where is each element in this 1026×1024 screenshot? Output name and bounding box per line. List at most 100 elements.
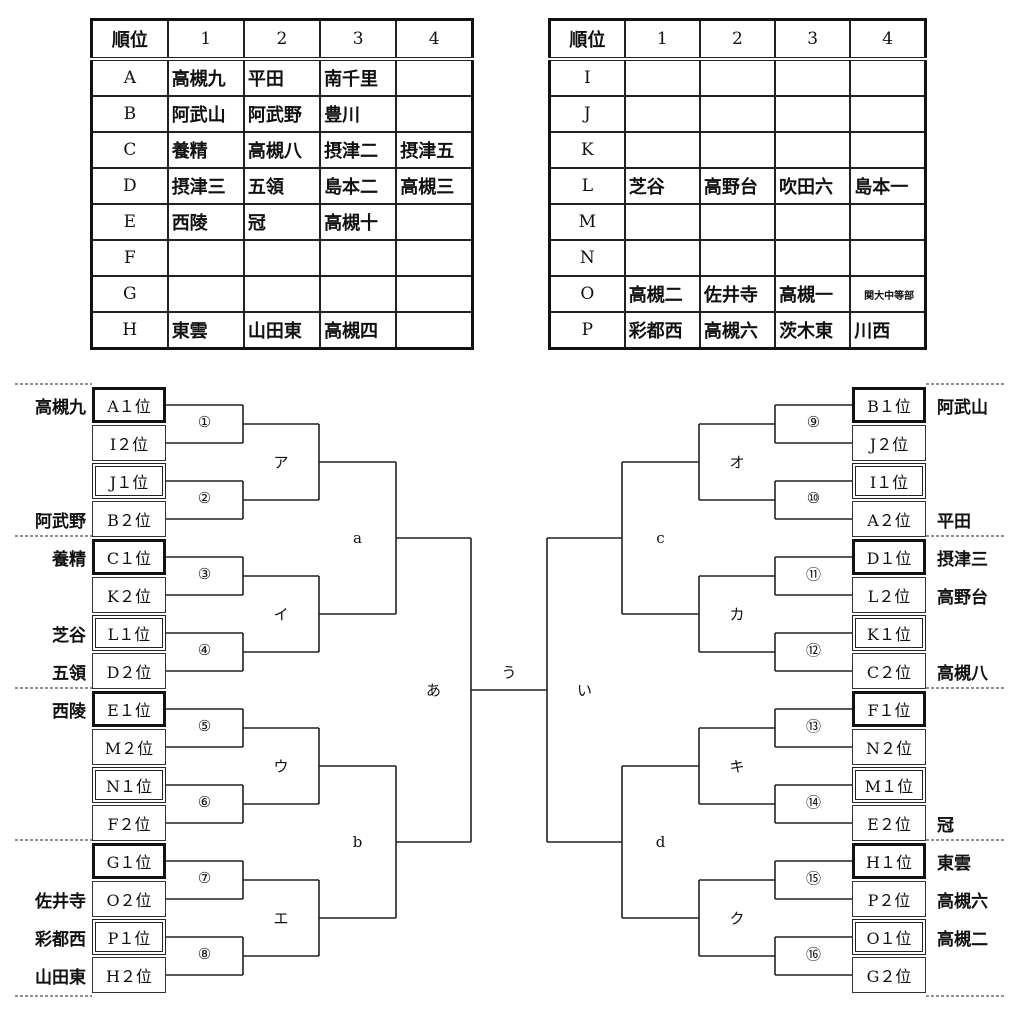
team-cell xyxy=(698,58,777,97)
slot-left-3: B２位 xyxy=(92,501,166,537)
team-cell xyxy=(849,95,927,133)
slot-left-1: I２位 xyxy=(92,425,166,461)
team-cell: 阿武野 xyxy=(242,95,322,133)
table-row: K xyxy=(548,131,927,169)
team-cell: 島本二 xyxy=(319,167,398,205)
slot-right-15: G２位 xyxy=(852,957,926,993)
group-label: G xyxy=(90,275,169,313)
team-cell xyxy=(395,275,474,313)
team-name: 高野台 xyxy=(937,588,988,608)
team-cell xyxy=(319,275,398,313)
team-cell xyxy=(166,239,245,277)
team-cell xyxy=(849,203,927,241)
match-number: ⑮ xyxy=(805,869,822,888)
team-cell xyxy=(774,239,852,277)
match-number: ⑫ xyxy=(805,641,822,660)
team-cell: 五領 xyxy=(242,167,322,205)
team-name: 冠 xyxy=(937,816,954,836)
slot-left-2: J１位 xyxy=(92,463,166,499)
slot-right-4: D１位 xyxy=(852,539,926,575)
header-cell: 4 xyxy=(395,18,474,61)
round3-label: c xyxy=(656,529,665,547)
team-cell xyxy=(623,203,701,241)
team-name: 西陵 xyxy=(52,702,86,722)
round3-label: a xyxy=(353,529,362,547)
table-row: J xyxy=(548,95,927,133)
slot-right-13: P２位 xyxy=(852,881,926,917)
round2-label: オ xyxy=(729,453,745,472)
final-label: う xyxy=(501,663,517,682)
slot-left-12: G１位 xyxy=(92,843,166,879)
team-cell: 東雲 xyxy=(166,311,245,350)
table-row: G xyxy=(90,275,474,313)
match-number: ⑬ xyxy=(805,717,822,736)
team-name: 平田 xyxy=(937,512,971,532)
header-cell: 2 xyxy=(698,18,777,61)
slot-right-5: L２位 xyxy=(852,577,926,613)
slot-right-8: F１位 xyxy=(852,691,926,727)
team-cell xyxy=(242,239,322,277)
group-label: P xyxy=(548,311,626,350)
team-cell: 佐井寺 xyxy=(698,275,777,313)
team-cell: 阿武山 xyxy=(166,95,245,133)
team-cell: 茨木東 xyxy=(774,311,852,350)
team-name: 高槻二 xyxy=(937,930,988,950)
header-cell: 2 xyxy=(242,18,322,61)
team-cell xyxy=(623,239,701,277)
match-number: ⑩ xyxy=(806,489,821,507)
header-cell: 3 xyxy=(774,18,852,61)
match-number: ⑭ xyxy=(805,793,822,812)
team-cell xyxy=(698,203,777,241)
team-cell xyxy=(395,239,474,277)
team-cell: 高槻二 xyxy=(623,275,701,313)
team-cell xyxy=(698,95,777,133)
team-cell: 西陵 xyxy=(166,203,245,241)
group-label: C xyxy=(90,131,169,169)
team-cell xyxy=(849,239,927,277)
team-cell xyxy=(395,311,474,350)
team-cell: 摂津二 xyxy=(319,131,398,169)
slot-left-11: F２位 xyxy=(92,805,166,841)
group-label: H xyxy=(90,311,169,350)
table-row: M xyxy=(548,203,927,241)
slot-left-8: E１位 xyxy=(92,691,166,727)
round2-label: ア xyxy=(273,453,289,472)
slot-left-6: L１位 xyxy=(92,615,166,651)
round2-label: カ xyxy=(729,605,745,624)
round2-label: イ xyxy=(273,605,289,624)
slot-left-13: O２位 xyxy=(92,881,166,917)
team-cell: 高槻六 xyxy=(698,311,777,350)
team-cell xyxy=(774,203,852,241)
team-cell: 島本一 xyxy=(849,167,927,205)
team-name: 佐井寺 xyxy=(35,892,86,912)
slot-right-10: M１位 xyxy=(852,767,926,803)
team-cell: 吹田六 xyxy=(774,167,852,205)
header-cell: 順位 xyxy=(90,18,169,61)
table-row: I xyxy=(548,58,927,97)
team-name: 高槻六 xyxy=(937,892,988,912)
group-label: K xyxy=(548,131,626,169)
slot-left-9: M２位 xyxy=(92,729,166,765)
round3-label: b xyxy=(352,833,363,851)
team-name: 高槻九 xyxy=(35,398,86,418)
group-label: E xyxy=(90,203,169,241)
team-cell: 豊川 xyxy=(319,95,398,133)
semifinal-label: い xyxy=(576,681,593,700)
match-number: ④ xyxy=(197,641,212,659)
match-number: ① xyxy=(197,413,212,431)
header-cell: 1 xyxy=(623,18,701,61)
team-cell: 川西 xyxy=(849,311,927,350)
team-cell: 彩都西 xyxy=(623,311,701,350)
team-cell: 高槻八 xyxy=(242,131,322,169)
group-label: B xyxy=(90,95,169,133)
team-name: 五領 xyxy=(52,664,86,684)
team-cell: 摂津五 xyxy=(395,131,474,169)
match-number: ⑪ xyxy=(805,565,822,584)
team-cell xyxy=(849,58,927,97)
team-name: 山田東 xyxy=(35,968,86,988)
match-number: ⑯ xyxy=(805,945,822,964)
